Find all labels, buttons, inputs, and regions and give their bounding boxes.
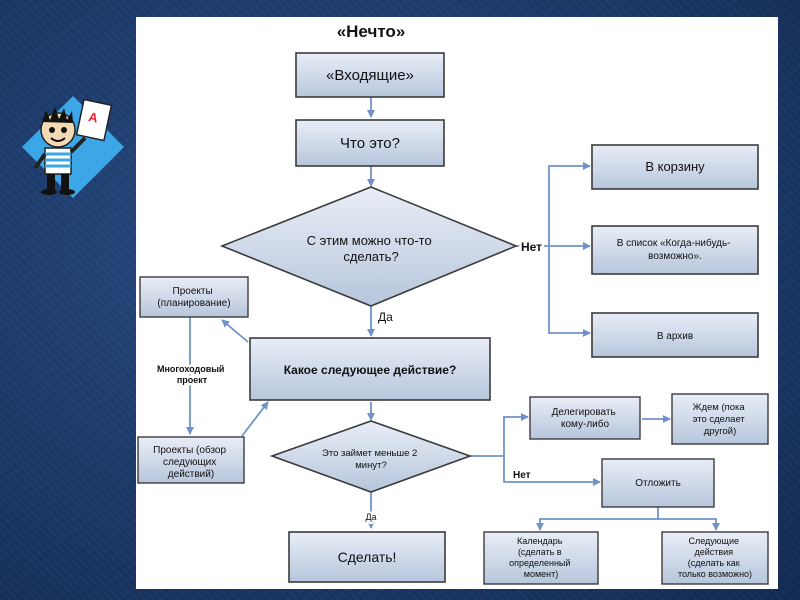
node-projects-planning-line1: Проекты (173, 286, 213, 297)
node-archive: В архив (591, 312, 759, 358)
decision-two-minutes-line2: минут? (355, 460, 386, 471)
svg-text:Делегировать кому-либо: Делегировать кому-либо (552, 407, 619, 430)
node-waiting-line2: это сделает (693, 414, 746, 425)
decision-two-minutes: Это займет меньше 2 минут? (269, 420, 473, 493)
diagram-title: «Нечто» (337, 22, 406, 41)
label-yes-1: Да (378, 310, 393, 324)
node-next-actions: Следующие действия (сделать как только в… (661, 531, 769, 585)
node-next-actions-line4: только возможно) (678, 569, 752, 579)
node-waiting-line3: другой) (704, 426, 736, 437)
node-someday-line1: В список «Когда-нибудь- (617, 237, 731, 249)
node-projects-review-line3: действий) (168, 469, 214, 480)
node-defer: Отложить (601, 458, 715, 508)
node-what: Что это? (295, 119, 445, 167)
edge-review-to-nextaction (241, 401, 269, 437)
node-projects-review-line1: Проекты (обзор (153, 444, 226, 456)
node-delegate: Делегировать кому-либо (529, 396, 641, 440)
node-calendar-line2: (сделать в (518, 547, 562, 557)
edge-to-projects-planning (221, 319, 249, 343)
node-inbox: «Входящие» (295, 52, 445, 98)
decision-can-do-line2: сделать? (343, 249, 398, 264)
svg-text:Календарь (сделать в: Календарь (сделать в определенный момент… (509, 536, 573, 579)
edge-defer-nextactions (658, 518, 720, 531)
node-do-it: Сделать! (288, 531, 446, 583)
decision-two-minutes-line1: Это займет меньше 2 (322, 448, 417, 459)
node-calendar-line1: Календарь (517, 536, 563, 546)
node-inbox-label: «Входящие» (326, 67, 414, 84)
connectors (186, 97, 720, 531)
node-someday: В список «Когда-нибудь- возможно». (591, 225, 759, 275)
edge-defer-calendar (536, 507, 659, 531)
label-multistep-line2: проект (177, 375, 208, 385)
svg-text:В список «Когда-нибудь-: В список «Когда-нибудь- возможно». (617, 237, 734, 262)
node-trash-label: В корзину (645, 159, 705, 174)
svg-text:A: A (87, 109, 100, 126)
node-delegate-line2: кому-либо (561, 418, 610, 430)
node-trash: В корзину (591, 144, 759, 190)
cartoon-mascot-icon: A (22, 96, 124, 198)
node-someday-line2: возможно». (648, 251, 702, 262)
flowchart: «Нечто» «Входящие» Что это? С этим можно… (137, 22, 769, 585)
node-delegate-line1: Делегировать (552, 407, 616, 418)
decision-can-do-line1: С этим можно что-то (307, 233, 432, 248)
node-projects-review: Проекты (обзор следующих действий) (137, 436, 245, 484)
node-waiting: Ждем (пока это сделает другой) (671, 393, 769, 445)
svg-text:Многоходовый проект: Многоходовый проект (157, 364, 227, 385)
node-calendar: Календарь (сделать в определенный момент… (483, 531, 599, 585)
node-next-action: Какое следующее действие? (249, 337, 491, 401)
node-next-actions-line2: действия (694, 547, 733, 557)
svg-text:Следующие действия: Следующие действия (сделать как только в… (678, 536, 752, 579)
edge-to-delegate (470, 413, 529, 457)
svg-text:Ждем (пока это сделает: Ждем (пока это сделает другой) (693, 402, 748, 437)
svg-text:Это займет меньше 2 ми: Это займет меньше 2 минут? (322, 448, 420, 471)
flowchart-panel: «Нечто» «Входящие» Что это? С этим можно… (136, 17, 778, 589)
node-next-actions-line3: (сделать как (688, 558, 740, 568)
edge-no-archive (548, 246, 591, 337)
edge-no-defer (503, 456, 601, 486)
node-projects-review-line2: следующих (163, 457, 216, 468)
node-what-label: Что это? (340, 135, 400, 152)
label-yes-2: Да (365, 512, 376, 522)
node-waiting-line1: Ждем (пока (693, 402, 746, 413)
node-defer-label: Отложить (635, 478, 681, 489)
decision-can-do: С этим можно что-то сделать? (219, 186, 519, 307)
label-no-2: Нет (513, 470, 531, 481)
node-projects-planning-line2: (планирование) (157, 298, 230, 309)
node-archive-label: В архив (657, 331, 693, 342)
node-calendar-line4: момент) (524, 569, 558, 579)
node-projects-planning: Проекты (планирование) (139, 276, 249, 318)
label-no-1: Нет (521, 240, 542, 254)
node-next-actions-line1: Следующие (688, 536, 739, 546)
node-calendar-line3: определенный (509, 558, 570, 568)
label-multistep-line1: Многоходовый (157, 364, 224, 374)
edge-no-trash (548, 162, 591, 246)
node-do-it-label: Сделать! (338, 549, 397, 565)
svg-text:С этим можно что-то сд: С этим можно что-то сделать? (307, 233, 436, 264)
node-next-action-label: Какое следующее действие? (284, 363, 457, 377)
svg-text:Проекты (обзор следующ: Проекты (обзор следующих действий) (153, 444, 229, 480)
svg-text:Проекты (планирование): Проекты (планирование) (157, 286, 230, 309)
